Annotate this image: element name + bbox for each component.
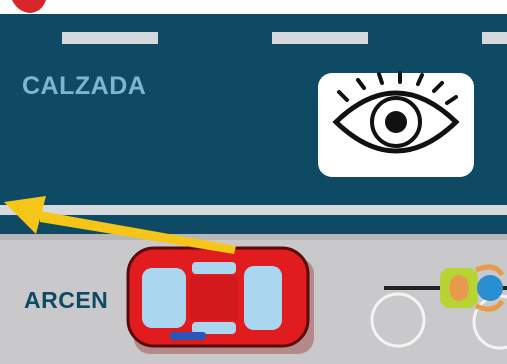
car-rear-window [142,268,186,328]
shoulder-edge [0,234,507,240]
cyclist-helmet [477,275,503,301]
lane-dash [272,32,368,44]
edge-line [0,205,507,215]
eye-icon [318,73,474,177]
car-icon [128,248,314,354]
shoulder-label: ARCEN [24,287,108,314]
car-windshield [244,266,282,330]
lane-dash [62,32,158,44]
roadway-label: CALZADA [22,72,146,101]
car-side-window [192,262,236,274]
lane-dash [482,32,507,44]
